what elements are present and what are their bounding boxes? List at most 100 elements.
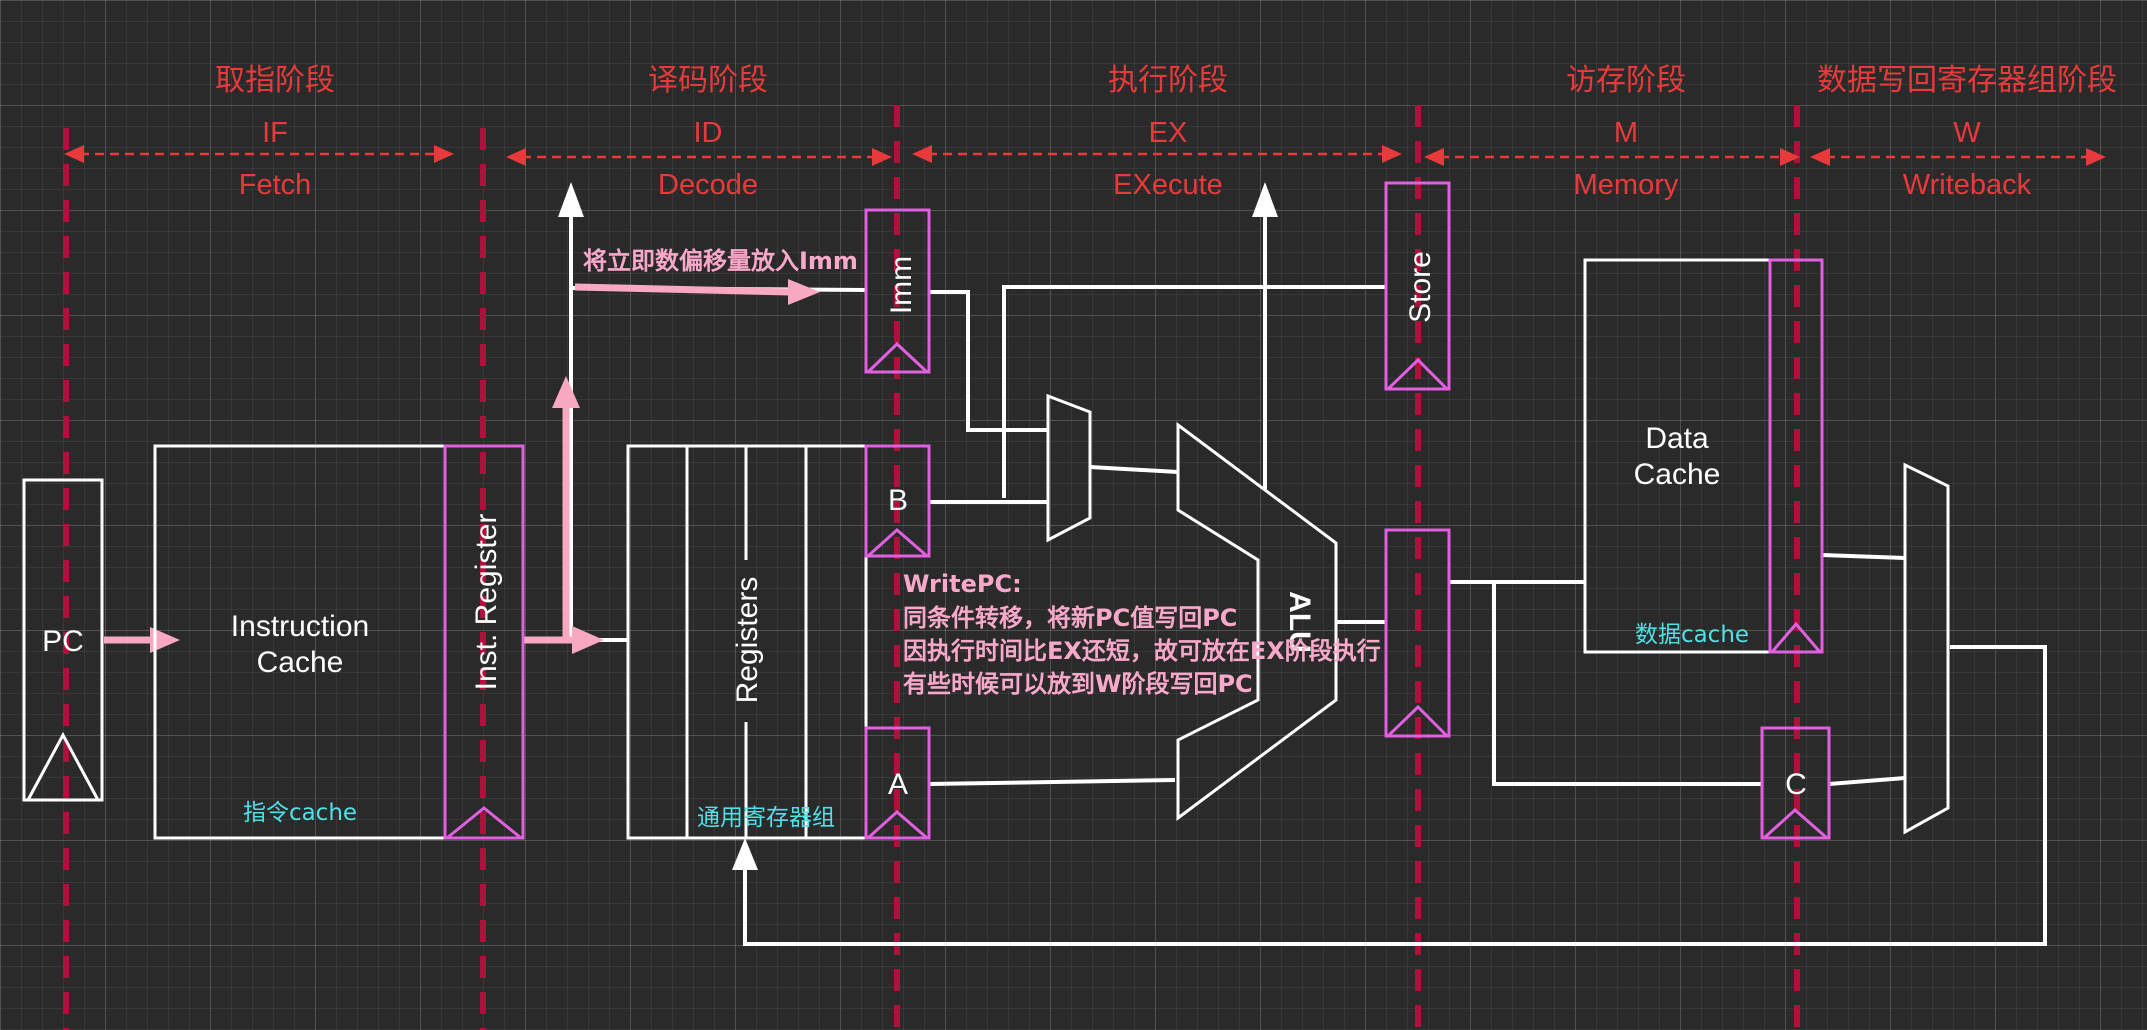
wire-c-to-wmux [1828,776,1906,786]
wire-dcache-to-wmux [1821,553,1906,560]
arrowhead-left-icon [506,148,526,166]
arrowhead-right-icon [2086,148,2106,166]
dcache-box [1583,258,1772,654]
stage-abbr-id: ID [694,117,723,149]
stage-name-w: Writeback [1903,169,2032,201]
stage-headers: 取指阶段 IF Fetch 译码阶段 ID Decode 执行阶段 EX EXe… [215,63,2117,201]
a-label: A [888,768,908,801]
ex-m-latch-box [1384,528,1451,738]
highlight-wires [104,279,820,654]
arrowhead-right-icon [1780,148,1800,166]
stage-title-m: 访存阶段 [1566,63,1686,98]
wire-mux-to-alu [1089,465,1179,474]
arrow-up-icon [558,182,584,217]
stage-title-w: 数据写回寄存器组阶段 [1817,63,2117,98]
pink-arrow-up-icon [552,376,580,408]
stage-separators [63,105,1800,1030]
alu: ALU [1176,422,1338,821]
dcache-caption: 数据cache [1635,622,1749,648]
dcache-latch [1768,258,1824,654]
b-label: B [888,484,908,517]
store-label: Store [1404,251,1437,323]
inst-register-label: Inst. Register [470,514,503,691]
wire-bypass-to-c [1492,582,1762,786]
arrowhead-right-icon [1382,145,1402,163]
c-latch: C [1760,726,1831,840]
stage-abbr-if: IF [262,117,288,149]
clock-triangle-icon [866,341,929,374]
data-cache: Data Cache 数据cache [1583,258,1772,654]
arrowhead-left-icon [1810,148,1830,166]
pink-arrow-right-icon [572,626,604,654]
pc-register: PC [22,478,104,802]
icache-label-line2: Cache [257,646,344,679]
wire-a-to-alu [928,778,1176,786]
clock-triangle-icon [26,731,100,801]
stage-name-id: Decode [658,169,758,201]
stage-title-id: 译码阶段 [648,63,768,98]
icache-caption: 指令cache [243,800,357,826]
clock-triangle-icon [1386,357,1449,391]
writepc-line2: 因执行时间比EX还短，故可放在EX阶段执行 [903,637,1381,665]
pink-wire-to-imm [574,283,791,296]
imm-box [864,208,931,374]
dcache-latch-box [1768,258,1824,654]
clock-triangle-icon [1386,704,1449,738]
instruction-cache: Instruction Cache 指令cache [153,444,447,840]
b-box [864,444,931,558]
wire-imm-to-mux [929,290,1048,432]
icache-label-line1: Instruction [231,610,369,643]
b-latch: B [864,444,931,558]
pink-arrow-right-icon [788,279,820,305]
stage-title-if: 取指阶段 [215,63,335,98]
store-latch: Store [1384,181,1451,391]
stage-abbr-ex: EX [1149,117,1188,149]
alu-shape [1176,422,1338,821]
c-box [1760,726,1831,840]
stage-abbr-m: M [1614,117,1638,149]
clock-triangle-icon [1770,621,1822,653]
clock-triangle-icon [446,806,522,840]
inst-register: Inst. Register [443,444,525,840]
writepc-line1: 同条件转移，将新PC值写回PC [903,604,1237,632]
wire-store-feed [1002,285,1385,498]
arrow-up-icon [1252,182,1278,217]
ex-m-latch [1384,528,1451,738]
a-box [864,726,931,840]
arrowhead-left-icon [64,145,84,163]
stage-name-ex: EXecute [1113,169,1223,201]
stage-abbr-w: W [1953,117,1981,149]
wires [523,205,2047,946]
pc-box [22,478,104,802]
pink-arrow-right-icon [150,627,180,653]
ex-mux [1046,393,1092,543]
stage-range-arrows [64,145,2106,166]
imm-note: 将立即数偏移量放入Imm [583,247,858,275]
stage-name-m: Memory [1574,169,1679,201]
imm-latch: Imm [864,208,931,374]
writepc-title: WritePC: [903,570,1022,598]
registers-label: Registers [731,577,764,704]
clock-triangle-icon [866,810,928,840]
alu-label: ALU [1283,591,1316,653]
writepc-line3: 有些时候可以放到W阶段写回PC [903,670,1253,698]
clock-triangle-icon [866,528,928,558]
arrow-up-icon [732,838,758,870]
pc-label: PC [42,625,84,658]
arrowhead-right-icon [434,145,454,163]
dcache-label-line1: Data [1645,422,1709,455]
a-latch: A [864,726,931,840]
writeback-mux [1903,462,1950,835]
clock-triangle-icon [1762,807,1828,840]
arrowhead-left-icon [1424,148,1444,166]
imm-label: Imm [885,256,918,314]
c-label: C [1785,768,1807,801]
arrowhead-right-icon [872,148,892,166]
wire-writeback-loop [743,645,2047,946]
registers-caption: 通用寄存器组 [697,805,835,831]
store-box [1384,181,1451,391]
arrowhead-left-icon [912,145,932,163]
stage-name-if: Fetch [239,169,312,201]
dcache-label-line2: Cache [1634,458,1721,491]
